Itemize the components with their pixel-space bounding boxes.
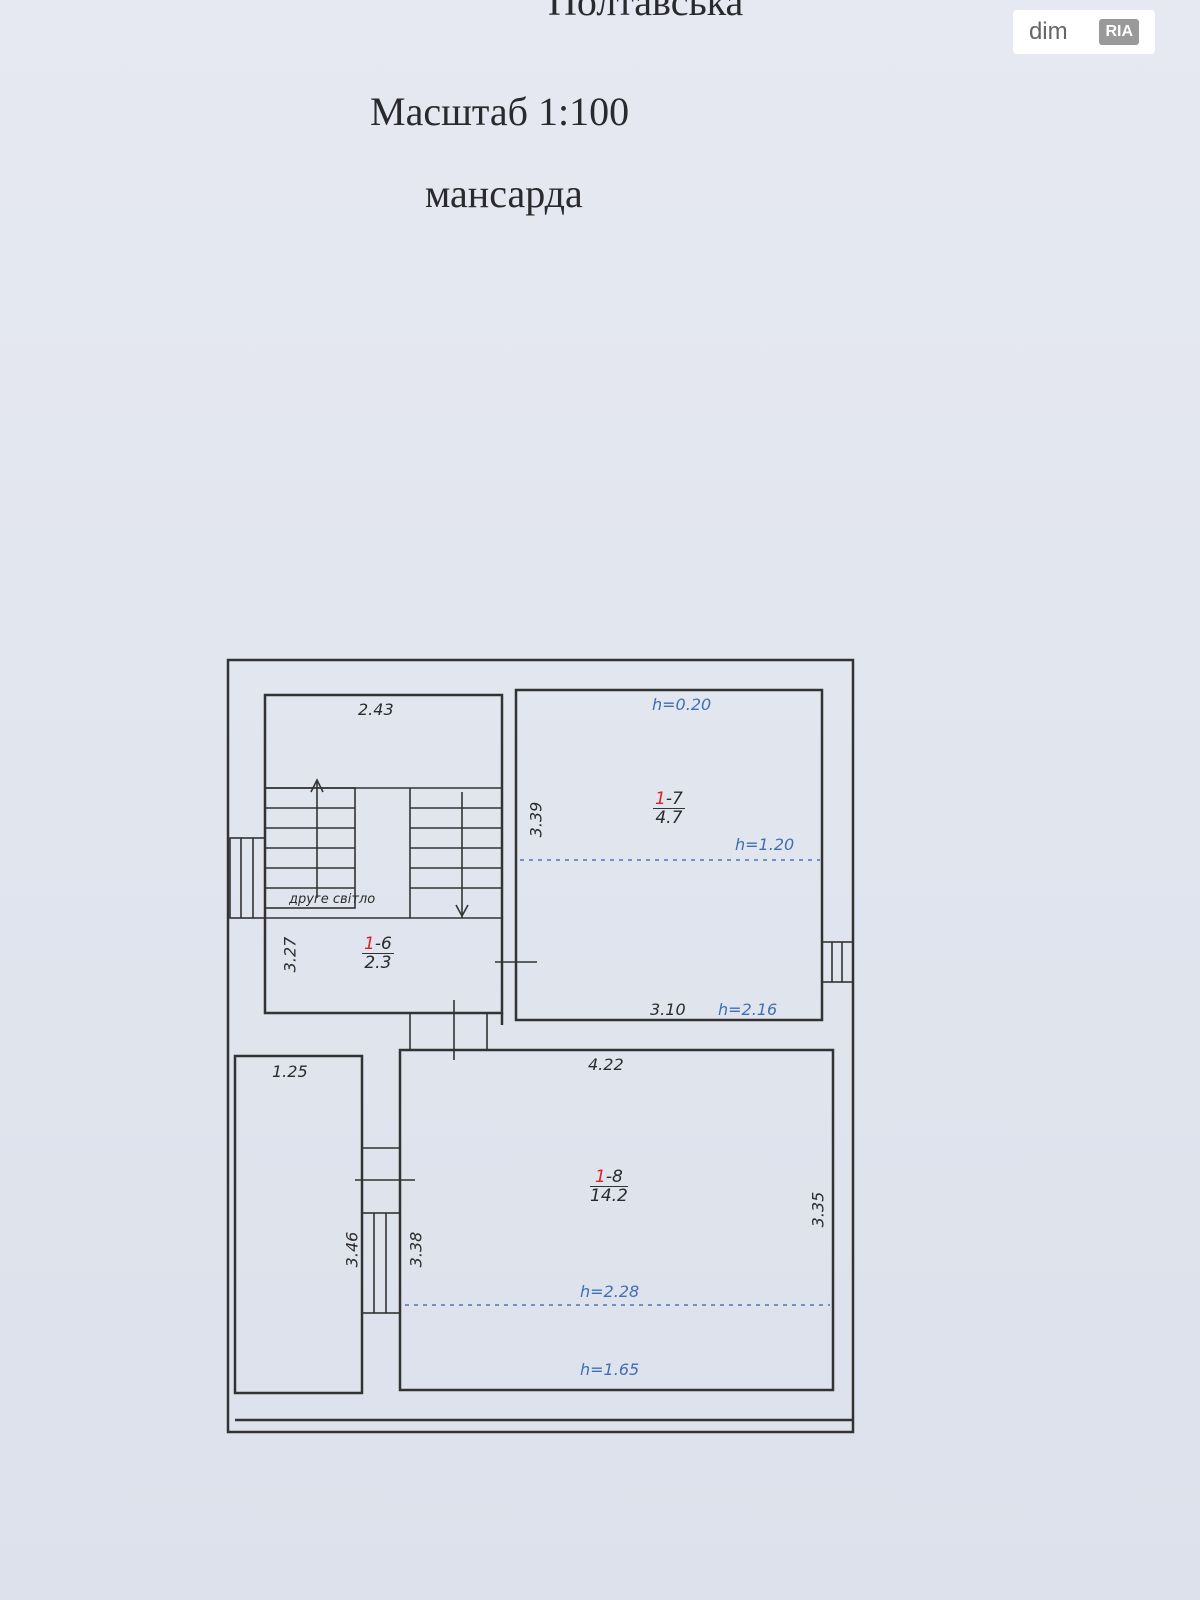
room-8-label: 1-8 14.2: [590, 1167, 628, 1206]
scale-label: Масштаб 1:100: [370, 89, 630, 134]
room7-side-label: 3.39: [526, 801, 546, 838]
stair-depth-label: 3.27: [280, 936, 300, 973]
left-room-wall: [233, 1054, 364, 1395]
street-heading: Полтавська: [548, 0, 744, 24]
room7-h-top: h=0.20: [652, 695, 712, 714]
room7-h-bottom: h=2.16: [718, 1000, 778, 1019]
left-room-width-label: 1.25: [272, 1062, 308, 1081]
room-7-label: 1-7 4.7: [653, 789, 685, 828]
room8-depth-right: 3.35: [808, 1191, 828, 1228]
room8-h-mid: h=2.28: [580, 1282, 640, 1301]
watermark-logo: dim RIA: [1013, 10, 1155, 54]
watermark-badge: RIA: [1099, 19, 1140, 45]
room7-h-mid: h=1.20: [735, 835, 795, 854]
stair-width-label: 2.43: [358, 700, 394, 719]
room8-width-label: 4.22: [588, 1055, 624, 1074]
second-light-note: друге світло: [289, 892, 376, 907]
watermark-brand: dim: [1028, 18, 1068, 45]
floor-label: мансарда: [425, 171, 583, 216]
outer-wall: [226, 658, 855, 1434]
height-lines: [405, 859, 830, 1306]
room-7-wall: [514, 688, 824, 1022]
room8-h-bottom: h=1.65: [580, 1360, 640, 1379]
room7-width-label: 3.10: [650, 1000, 686, 1019]
room-6-label: 1-6 2.3: [362, 934, 394, 973]
room-8-wall: [398, 1048, 835, 1392]
room8-depth-left: 3.38: [406, 1231, 426, 1268]
windows-doors: [229, 837, 854, 1314]
left-room-depth-label: 3.46: [342, 1231, 362, 1268]
